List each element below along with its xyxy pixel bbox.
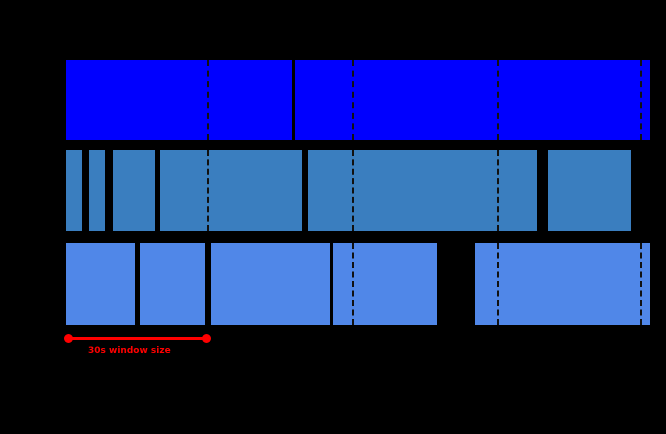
window-size-annotation-cap-left [64, 334, 73, 343]
segment-bar [295, 60, 650, 140]
segment-bar [66, 60, 292, 140]
segment-bar [140, 243, 205, 325]
segment-bar [113, 150, 155, 231]
timeline-row-3 [0, 243, 666, 325]
segment-bar [211, 243, 330, 325]
segment-bar [308, 150, 537, 231]
segment-bar [475, 243, 650, 325]
timeline-row-2 [0, 150, 666, 231]
segment-bar [160, 150, 302, 231]
segment-bar [333, 243, 437, 325]
window-size-annotation-line [68, 337, 207, 340]
segment-bar [66, 150, 82, 231]
timeline-row-1 [0, 60, 666, 140]
segment-bar [89, 150, 105, 231]
window-size-annotation-label: 30s window size [88, 346, 171, 356]
segment-bar [66, 243, 135, 325]
segment-bar [548, 150, 631, 231]
window-size-annotation-cap-right [202, 334, 211, 343]
